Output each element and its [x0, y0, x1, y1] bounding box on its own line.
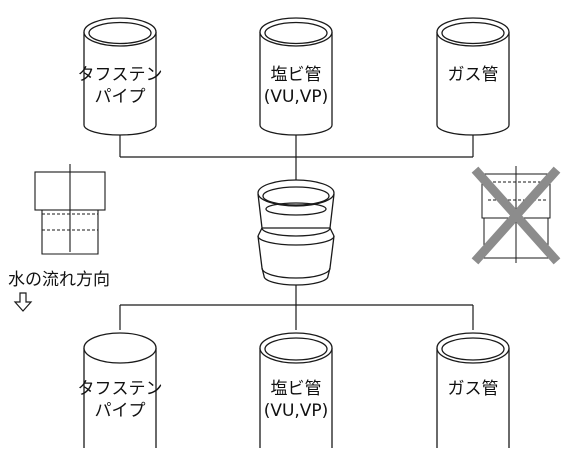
- top-pipe-gas-label-1: ガス管: [448, 65, 499, 85]
- top-pipe-tough-steel-label-1: タフステン: [78, 65, 163, 85]
- bottom-pipe-tough-steel: タフステン パイプ: [78, 332, 163, 448]
- bottom-pipe-pvc-label-1: 塩ビ管: [271, 379, 322, 399]
- correct-direction-coupling-icon: [34, 164, 106, 255]
- top-pipe-pvc-label-1: 塩ビ管: [271, 65, 322, 85]
- bottom-pipe-gas-label-1: ガス管: [448, 379, 499, 399]
- top-pipe-pvc: 塩ビ管 (VU,VP): [259, 17, 333, 136]
- top-pipe-tough-steel: タフステン パイプ: [78, 17, 163, 136]
- coupling-socket-icon: [257, 179, 335, 286]
- top-pipe-tough-steel-label-2: パイプ: [95, 87, 146, 107]
- bottom-pipe-tough-steel-label-1: タフステン: [78, 379, 163, 399]
- wrong-direction-cross-icon: [471, 166, 561, 265]
- bottom-pipe-tough-steel-label-2: パイプ: [95, 401, 146, 421]
- top-pipe-gas: ガス管: [436, 17, 510, 136]
- top-pipe-pvc-label-2: (VU,VP): [264, 87, 329, 107]
- bottom-pipe-pvc: 塩ビ管 (VU,VP): [259, 332, 333, 448]
- bottom-connector-lines: [119, 285, 474, 330]
- flow-direction-label: 水の流れ方向: [8, 270, 110, 290]
- top-connector-lines: [119, 135, 474, 180]
- bottom-pipe-gas: ガス管: [436, 332, 510, 448]
- down-hollow-arrow-icon: [13, 292, 33, 312]
- bottom-pipe-pvc-label-2: (VU,VP): [264, 401, 329, 421]
